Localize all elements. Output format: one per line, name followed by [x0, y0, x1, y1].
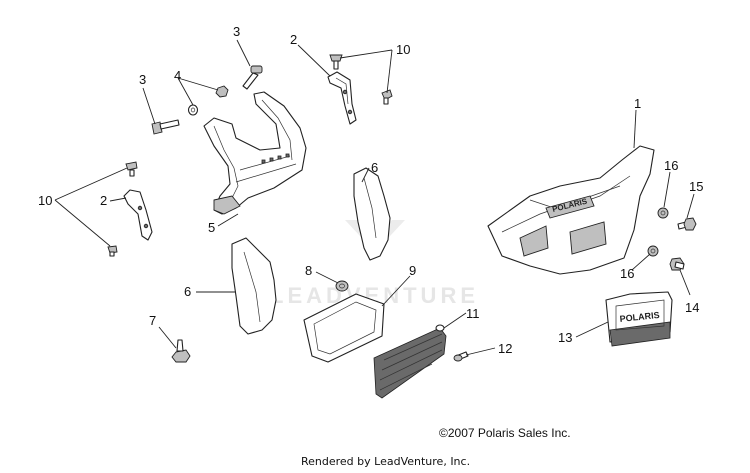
- part-washer-16-bottom: [647, 245, 659, 257]
- part-bracket-2-top: [327, 71, 357, 125]
- part-bolt-3-top: [242, 65, 263, 90]
- part-rivet-10-top: [329, 54, 393, 105]
- callout-14: 14: [685, 300, 699, 315]
- callout-15: 15: [689, 179, 703, 194]
- part-rivet-10-left: [107, 161, 138, 257]
- panel-logo-text: POLARIS: [619, 310, 660, 324]
- part-bolt-14: [669, 257, 685, 271]
- copyright-text: ©2007 Polaris Sales Inc.: [439, 426, 571, 440]
- callout-9: 9: [409, 263, 416, 278]
- callout-2-left: 2: [100, 193, 107, 208]
- part-front-bumper-1: POLARIS: [487, 145, 655, 275]
- callout-13: 13: [558, 330, 572, 345]
- part-front-rack-5: [203, 91, 307, 215]
- callout-7: 7: [149, 313, 156, 328]
- part-front-panel-13: POLARIS: [605, 291, 673, 347]
- part-grille-frame-9: [303, 293, 385, 363]
- callout-12: 12: [498, 341, 512, 356]
- callout-1: 1: [634, 96, 641, 111]
- callout-3-top: 3: [233, 24, 240, 39]
- rendered-by-text: Rendered by LeadVenture, Inc.: [301, 455, 471, 468]
- part-bracket-2-left: [123, 189, 153, 241]
- callout-6-mid: 6: [371, 160, 378, 175]
- callout-4: 4: [174, 68, 181, 83]
- callout-16-top: 16: [664, 158, 678, 173]
- callout-10-left: 10: [38, 193, 52, 208]
- part-screw-7: [171, 339, 191, 363]
- part-nut-washer-4: [187, 85, 229, 116]
- part-side-panel-6-left: [231, 237, 277, 335]
- part-washer-16-top: [657, 207, 669, 219]
- callout-8: 8: [305, 263, 312, 278]
- callout-5: 5: [208, 220, 215, 235]
- callout-labels: 3 2 10 3 4 1 16 15 6 10 2 5 8 9 6 16 14 …: [38, 24, 703, 356]
- part-grommet-8: [335, 280, 349, 292]
- part-bolt-15: [677, 217, 697, 231]
- part-mesh-grille-11: [373, 324, 447, 399]
- callout-3-left: 3: [139, 72, 146, 87]
- part-bolt-3-left: [151, 119, 180, 135]
- callout-11: 11: [466, 306, 480, 321]
- callout-16-bottom: 16: [620, 266, 634, 281]
- leader-lines: [54, 39, 695, 356]
- callout-10-top: 10: [396, 42, 410, 57]
- callout-2-top: 2: [290, 32, 297, 47]
- part-screw-12: [453, 351, 469, 362]
- callout-6-left: 6: [184, 284, 191, 299]
- part-side-panel-6-mid: [353, 167, 391, 261]
